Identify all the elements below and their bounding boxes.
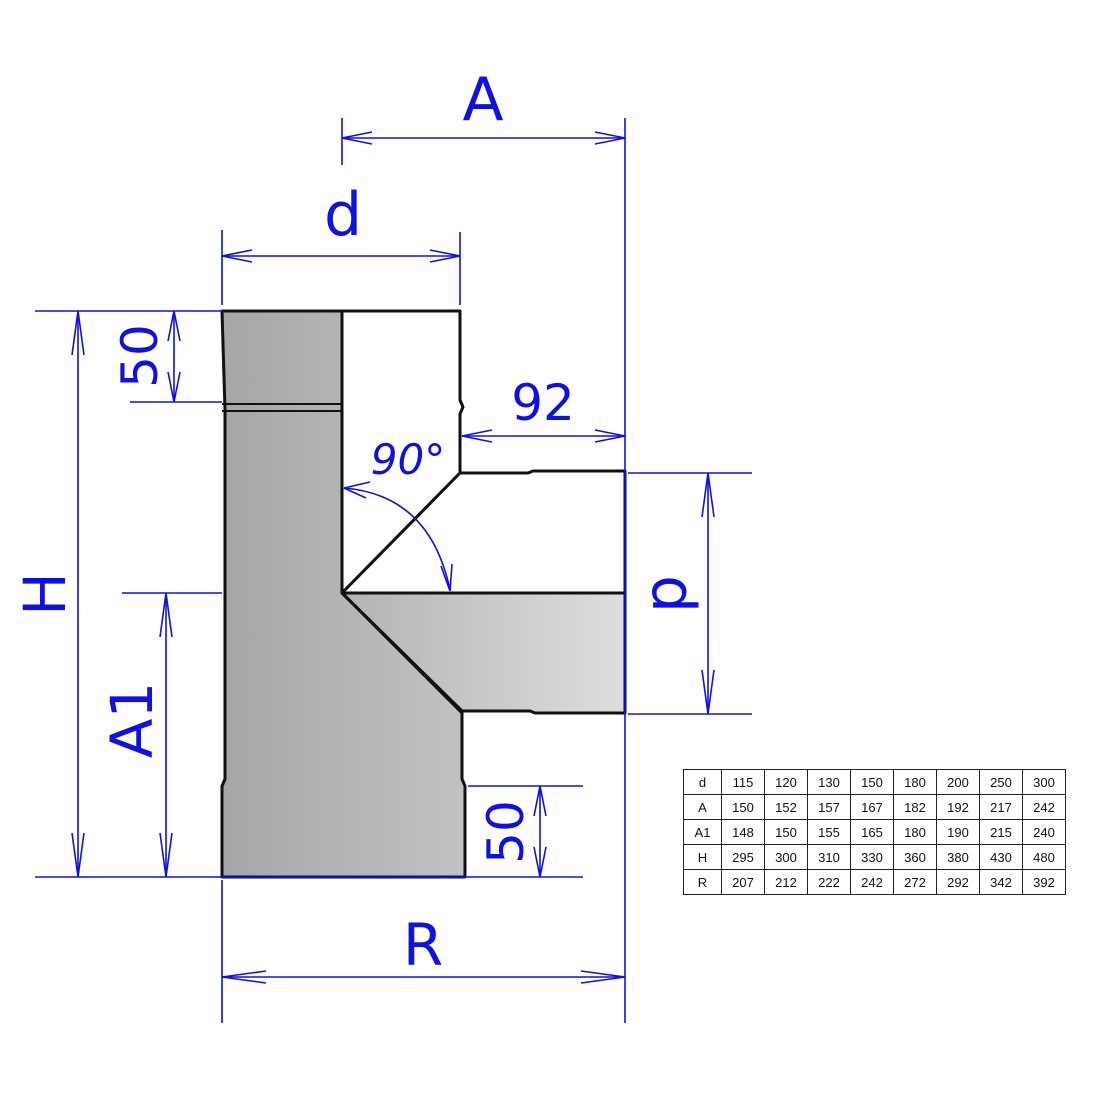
table-cell: 242 — [850, 869, 894, 895]
table-cell: 180 — [893, 769, 937, 795]
table-row-header: H — [683, 844, 722, 870]
table-cell: 157 — [807, 794, 851, 820]
arrowhead — [533, 785, 547, 817]
arrowhead — [159, 832, 173, 878]
table-cell: 150 — [721, 794, 765, 820]
table-cell: 215 — [979, 819, 1023, 845]
angle-arc — [343, 487, 451, 591]
dimension-labels: A d 92 90° R H 50 A1 50 d — [11, 65, 708, 979]
table-cell: 250 — [979, 769, 1023, 795]
table-cell: 212 — [764, 869, 808, 895]
table-cell: 392 — [1022, 869, 1066, 895]
table-row-header: d — [683, 769, 722, 795]
arrowhead — [461, 429, 493, 443]
table-cell: 182 — [893, 794, 937, 820]
table-cell: 430 — [979, 844, 1023, 870]
table-cell: 342 — [979, 869, 1023, 895]
table-cell: 130 — [807, 769, 851, 795]
table-cell: 190 — [936, 819, 980, 845]
arrowhead — [71, 832, 85, 878]
table-cell: 300 — [1022, 769, 1066, 795]
table-cell: 165 — [850, 819, 894, 845]
arrowhead — [594, 429, 626, 443]
arrowhead — [701, 472, 715, 518]
label-50-top: 50 — [111, 324, 169, 388]
dimension-lines — [35, 118, 752, 1023]
arrowhead — [71, 310, 85, 356]
table-row-header: R — [683, 869, 722, 895]
arrowhead — [580, 970, 626, 984]
table-cell: 310 — [807, 844, 851, 870]
table-cell: 148 — [721, 819, 765, 845]
arrowhead — [343, 481, 371, 499]
table-cell: 207 — [721, 869, 765, 895]
arrowhead — [594, 131, 626, 145]
table-cell: 480 — [1022, 844, 1066, 870]
table-cell: 155 — [807, 819, 851, 845]
arrowhead — [167, 310, 181, 342]
label-R: R — [403, 911, 443, 979]
table-cell: 152 — [764, 794, 808, 820]
table-cell: 167 — [850, 794, 894, 820]
table-row-header: A1 — [683, 819, 722, 845]
table-cell: 120 — [764, 769, 808, 795]
label-92: 92 — [511, 374, 575, 432]
table-cell: 292 — [936, 869, 980, 895]
arrowhead — [440, 563, 453, 592]
table-cell: 242 — [1022, 794, 1066, 820]
table-cell: 330 — [850, 844, 894, 870]
label-A1: A1 — [98, 682, 166, 759]
arrowhead — [221, 970, 267, 984]
label-H: H — [11, 572, 79, 616]
table-cell: 240 — [1022, 819, 1066, 845]
arrowhead — [429, 249, 461, 263]
arrowhead — [221, 249, 253, 263]
table-cell: 115 — [721, 769, 765, 795]
table-cell: 217 — [979, 794, 1023, 820]
table-row-header: A — [683, 794, 722, 820]
table-cell: 150 — [850, 769, 894, 795]
table-cell: 200 — [936, 769, 980, 795]
table-cell: 295 — [721, 844, 765, 870]
arrowhead — [159, 592, 173, 638]
label-d-top: d — [324, 180, 362, 250]
table-cell: 180 — [893, 819, 937, 845]
table-cell: 360 — [893, 844, 937, 870]
arrowhead — [167, 371, 181, 403]
arrowhead — [341, 131, 373, 145]
label-d-side: d — [638, 575, 708, 613]
label-50-bottom: 50 — [477, 800, 535, 864]
table-cell: 222 — [807, 869, 851, 895]
label-A: A — [462, 65, 503, 135]
table-cell: 192 — [936, 794, 980, 820]
arrowhead — [533, 846, 547, 878]
arrowhead — [701, 669, 715, 715]
table-cell: 150 — [764, 819, 808, 845]
label-angle: 90° — [371, 435, 445, 484]
tee-body — [220, 309, 627, 879]
table-cell: 272 — [893, 869, 937, 895]
table-cell: 380 — [936, 844, 980, 870]
table-cell: 300 — [764, 844, 808, 870]
